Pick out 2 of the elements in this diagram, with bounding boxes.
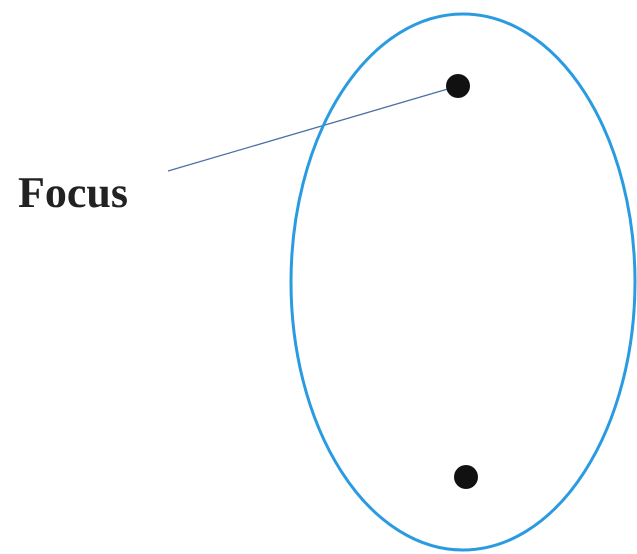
- leader-line: [168, 88, 447, 172]
- focus-label: Focus: [18, 168, 168, 218]
